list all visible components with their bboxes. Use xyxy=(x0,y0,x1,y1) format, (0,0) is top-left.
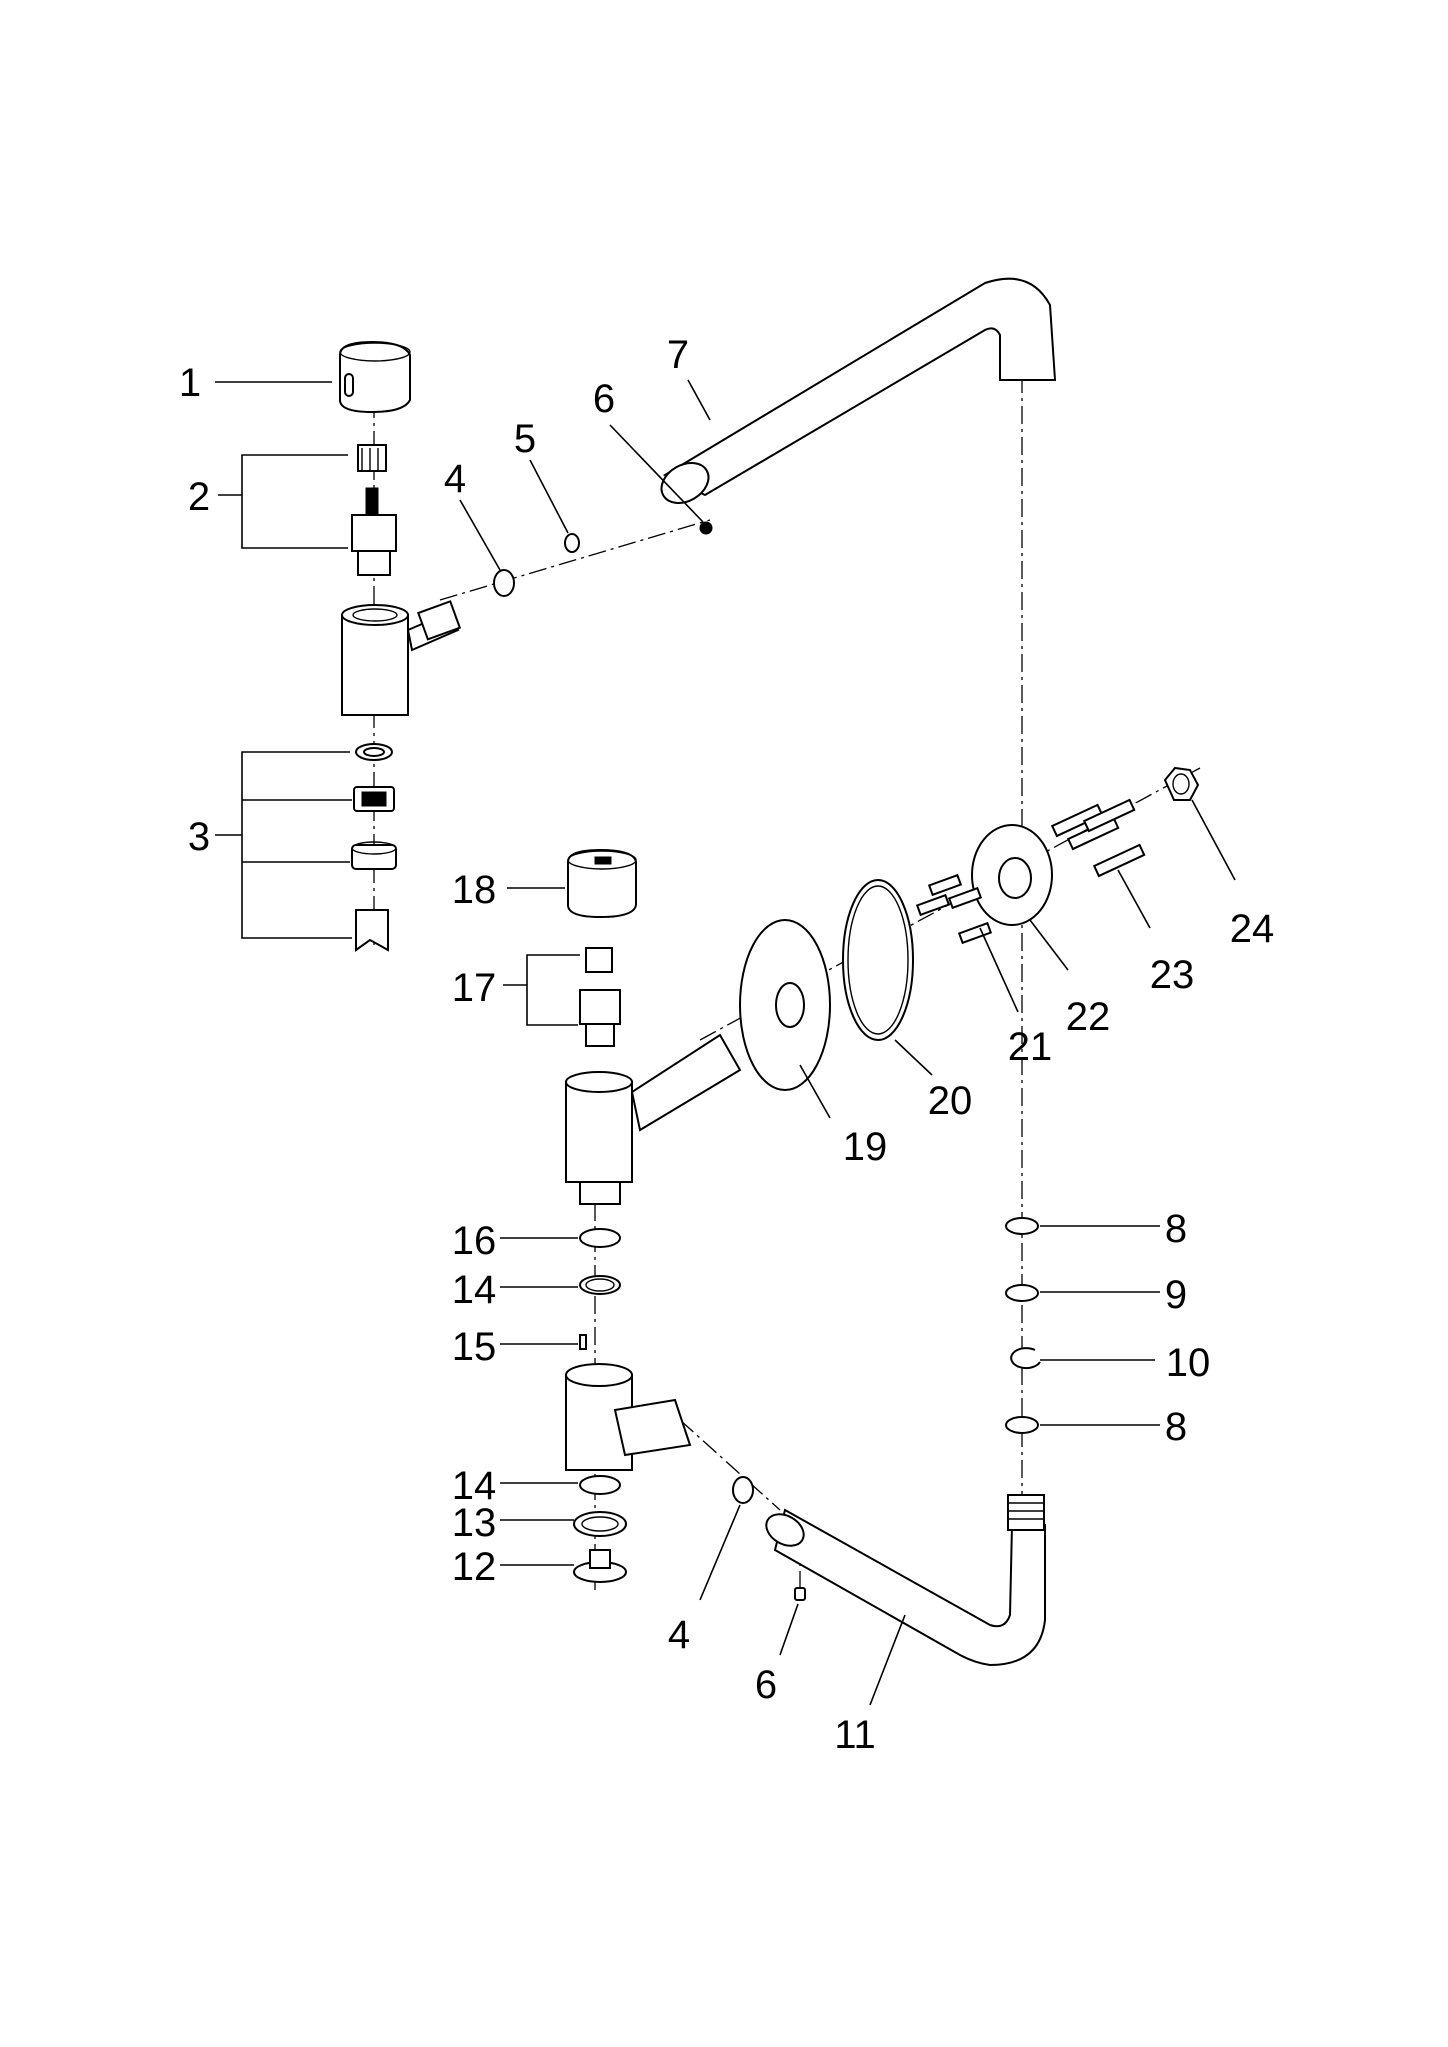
callout-1: 1 xyxy=(179,361,201,405)
callout-14-lower: 14 xyxy=(452,1464,497,1508)
callout-16: 16 xyxy=(452,1219,497,1263)
callout-8-upper: 8 xyxy=(1165,1207,1187,1251)
callout-6-lower: 6 xyxy=(755,1663,777,1707)
callout-20: 20 xyxy=(928,1079,973,1123)
callout-labels: 1 2 3 4 5 6 7 8 9 10 8 11 6 4 12 13 14 1… xyxy=(179,333,1274,1757)
o-ring-20 xyxy=(842,879,914,1041)
cover-plate-19 xyxy=(739,919,831,1091)
valve-body-upper xyxy=(341,600,462,716)
callout-13: 13 xyxy=(452,1501,497,1545)
callout-12: 12 xyxy=(452,1545,497,1589)
callout-19: 19 xyxy=(843,1125,888,1169)
washers-12-13-14 xyxy=(573,1475,627,1583)
knob-18 xyxy=(567,848,637,919)
callout-10: 10 xyxy=(1166,1341,1211,1385)
callout-22: 22 xyxy=(1066,995,1111,1039)
washers-lower-stack xyxy=(579,1228,621,1350)
valve-body-lower xyxy=(565,1363,692,1471)
callout-24: 24 xyxy=(1230,907,1275,951)
o-ring-4-lower xyxy=(732,1476,754,1504)
spout-lower-11 xyxy=(765,1494,1046,1667)
rings-8-9-10 xyxy=(1005,1217,1041,1434)
callout-23: 23 xyxy=(1150,953,1195,997)
callout-8-lower: 8 xyxy=(1165,1405,1187,1449)
callout-4-upper: 4 xyxy=(444,457,466,501)
callout-21: 21 xyxy=(1008,1025,1053,1069)
callout-11: 11 xyxy=(834,1713,876,1757)
grub-screw-6-lower xyxy=(794,1587,806,1601)
callout-17: 17 xyxy=(452,966,497,1010)
callout-9: 9 xyxy=(1165,1273,1187,1317)
washer-set-3 xyxy=(351,743,397,952)
cartridge-2 xyxy=(351,444,397,576)
threaded-rods-23 xyxy=(1050,798,1146,878)
valve-body-middle xyxy=(565,1033,742,1205)
mounting-flange-22 xyxy=(971,824,1053,926)
spout-upper-7 xyxy=(660,277,1057,504)
callout-18: 18 xyxy=(452,868,497,912)
callout-4-lower: 4 xyxy=(668,1613,690,1657)
screws-21 xyxy=(915,873,993,945)
callout-7: 7 xyxy=(667,333,689,377)
hex-nut-24 xyxy=(1163,766,1200,801)
callout-14-upper: 14 xyxy=(452,1268,497,1312)
leader-lines xyxy=(215,379,1236,1706)
callout-6-upper: 6 xyxy=(593,377,615,421)
knob-1 xyxy=(339,340,411,414)
callout-15: 15 xyxy=(452,1325,497,1369)
cartridge-17 xyxy=(579,947,621,1047)
callout-5: 5 xyxy=(514,417,536,461)
callout-3: 3 xyxy=(188,815,210,859)
small-parts-upper xyxy=(493,521,713,597)
callout-2: 2 xyxy=(188,475,210,519)
